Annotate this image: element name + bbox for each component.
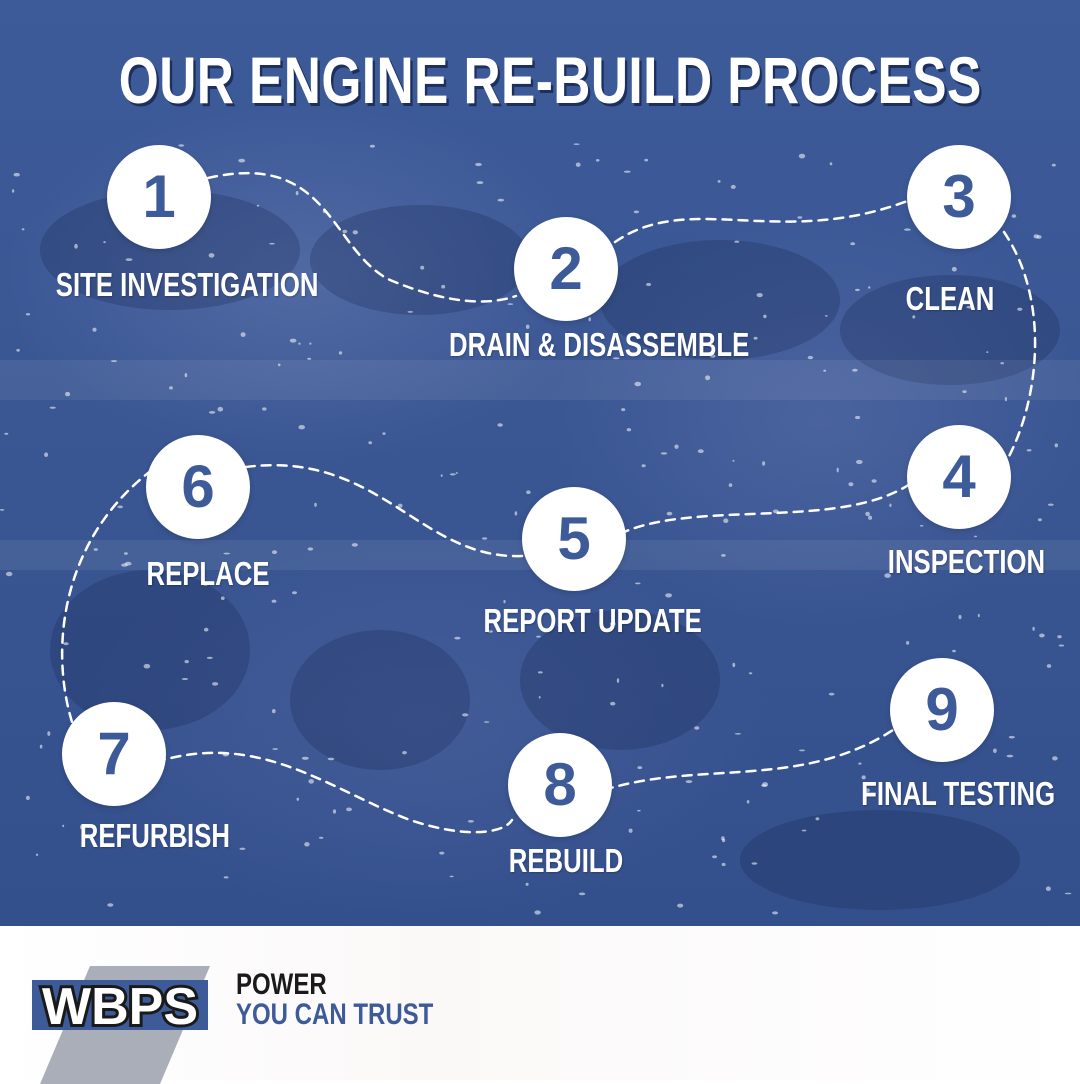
step-2-number: 2: [549, 235, 583, 302]
step-9-number: 9: [925, 676, 959, 743]
step-1-circle: 1: [107, 145, 211, 249]
tagline-line-1: POWER: [236, 968, 327, 1001]
step-6-circle: 6: [146, 435, 250, 539]
step-3-label: CLEAN: [905, 280, 995, 317]
step-5-label: REPORT UPDATE: [483, 602, 702, 639]
step-9-circle: 9: [890, 658, 994, 762]
step-6-number: 6: [181, 453, 215, 520]
wbps-logo: WBPS: [32, 966, 210, 1084]
logo-blue-shape: [32, 980, 208, 1030]
page-title: OUR ENGINE RE-BUILD PROCESS: [118, 43, 982, 117]
step-4-number: 4: [942, 443, 976, 510]
step-6-label: REPLACE: [146, 555, 270, 592]
process-path: [0, 0, 1080, 926]
step-1-number: 1: [142, 163, 176, 230]
logo-text: WBPS: [42, 978, 198, 1036]
step-3-circle: 3: [907, 145, 1011, 249]
step-8-circle: 8: [508, 733, 612, 837]
step-4-label: INSPECTION: [887, 543, 1046, 580]
step-8-label: REBUILD: [508, 842, 624, 879]
step-8-number: 8: [543, 751, 577, 818]
step-3-number: 3: [942, 163, 976, 230]
step-7-label: REFURBISH: [79, 817, 230, 854]
step-7-number: 7: [97, 720, 131, 787]
footer: WBPS POWER YOU CAN TRUST: [0, 926, 1080, 1084]
tagline-line-2: YOU CAN TRUST: [236, 998, 434, 1031]
step-5-circle: 5: [522, 487, 626, 591]
step-4-circle: 4: [907, 425, 1011, 529]
hero-background: OUR ENGINE RE-BUILD PROCESS 1 SITE INVES…: [0, 0, 1080, 926]
step-1-label: SITE INVESTIGATION: [55, 266, 319, 303]
step-2-label: DRAIN & DISASSEMBLE: [449, 326, 750, 363]
step-2-circle: 2: [514, 217, 618, 321]
step-7-circle: 7: [62, 702, 166, 806]
step-9-label: FINAL TESTING: [861, 775, 1056, 812]
step-5-number: 5: [557, 505, 591, 572]
